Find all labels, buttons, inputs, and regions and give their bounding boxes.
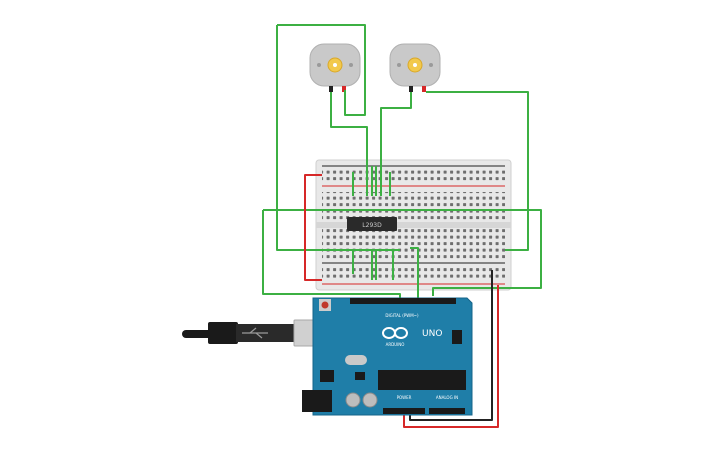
usb-cable — [182, 319, 335, 347]
breadboard[interactable] — [315, 159, 512, 291]
power-jack — [302, 390, 332, 412]
wire-red-5v — [403, 285, 499, 428]
digital-header-pins[interactable] — [350, 298, 456, 304]
wire-middle-loop — [263, 209, 542, 296]
digital-header-label: DIGITAL (PWM~) — [385, 313, 419, 318]
red-wires — [304, 174, 499, 428]
analog-header-pins[interactable] — [429, 408, 465, 414]
black-wires — [409, 270, 493, 421]
arduino-logo-icon — [382, 327, 408, 339]
chip-label: L293D — [362, 222, 382, 229]
board-brand: ARDUINO — [386, 342, 405, 347]
motor-right[interactable] — [389, 43, 441, 92]
wire-outer-left — [276, 25, 400, 251]
wire-outer-loop — [277, 24, 366, 116]
wire-motor-right-black — [380, 92, 412, 196]
icsp-header — [452, 330, 462, 344]
usb-plug-icon — [242, 327, 268, 339]
wire-motor-right-red — [426, 91, 529, 251]
power-header-label: POWER — [397, 395, 412, 400]
green-wires — [262, 24, 542, 300]
motor-left[interactable] — [309, 43, 361, 92]
wire-black-gnd — [409, 270, 493, 421]
wire-red-rail — [304, 174, 322, 281]
reset-button-icon[interactable] — [319, 299, 331, 311]
analog-header-label: ANALOG IN — [436, 395, 458, 400]
arduino-uno[interactable]: DIGITAL (PWM~) UNO ARDUINO POWER ANALOG … — [302, 297, 473, 416]
wire-motor-left-black — [330, 92, 368, 196]
wire-middle-left — [262, 210, 401, 300]
board-model: UNO — [422, 329, 442, 339]
l293d-chip[interactable]: L293D — [347, 217, 397, 231]
crystal — [345, 355, 367, 365]
atmega-chip — [378, 370, 466, 390]
power-header-pins[interactable] — [383, 408, 425, 414]
